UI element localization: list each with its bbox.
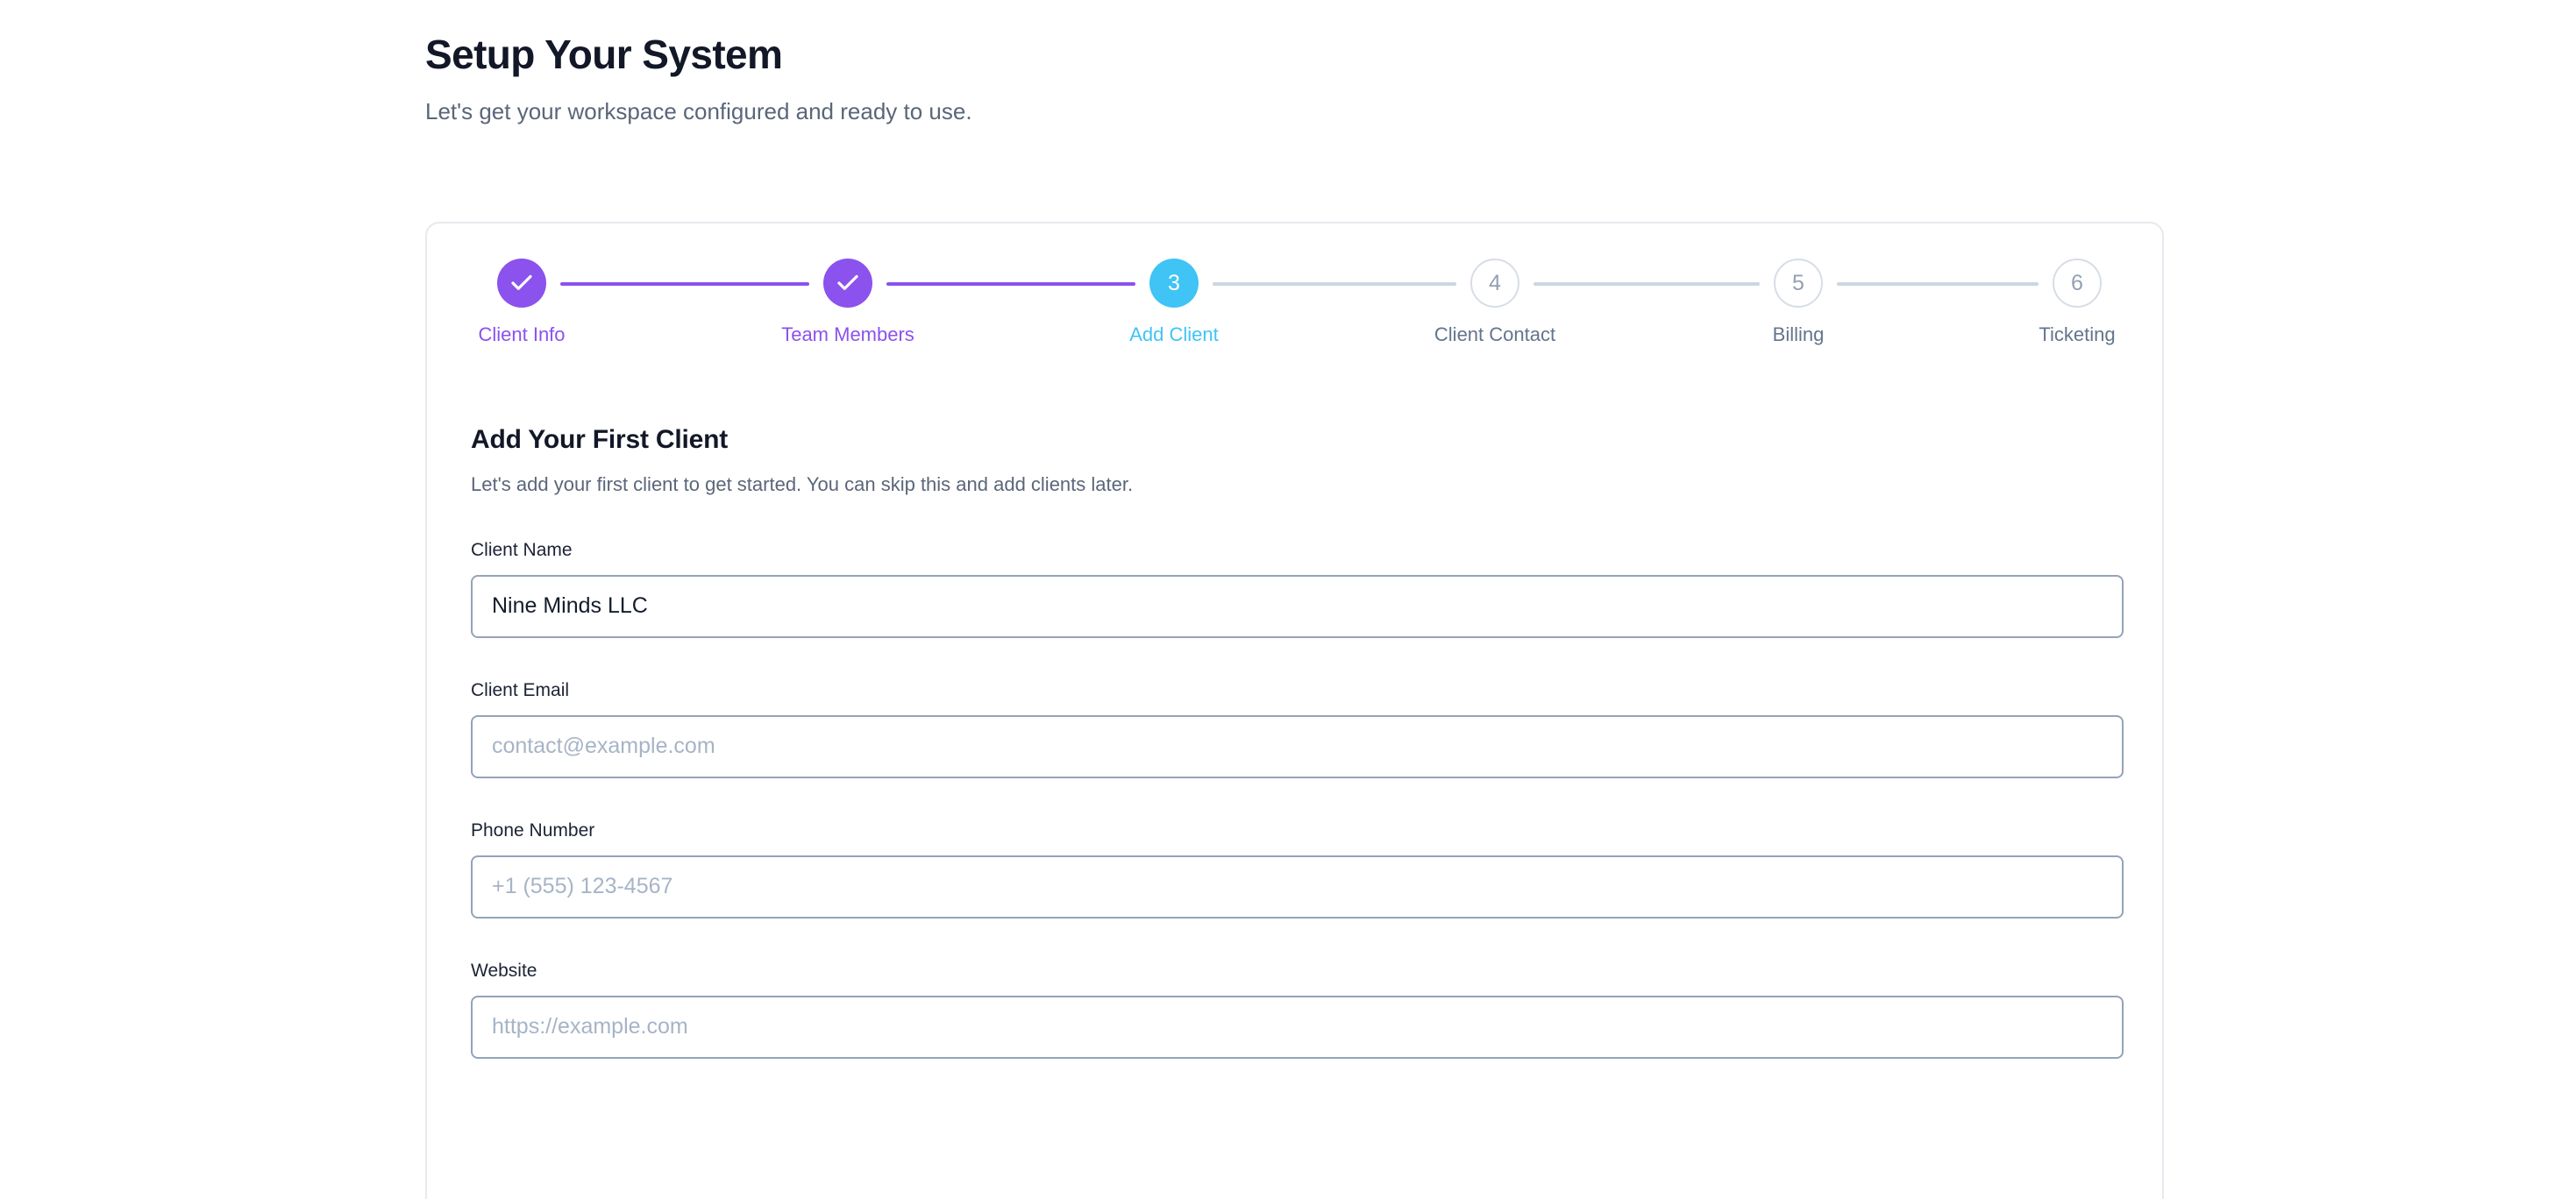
step-number: 5	[1774, 259, 1823, 308]
step-label: Client Info	[478, 323, 566, 345]
step-connector-2	[886, 282, 1135, 286]
field-phone-number: Phone Number	[471, 820, 2124, 919]
step-connector-4	[1534, 282, 1760, 286]
step-number: 3	[1149, 259, 1199, 308]
phone-number-label: Phone Number	[471, 819, 595, 841]
form-panel: Add Your First Client Let's add your fir…	[471, 425, 2124, 1059]
field-client-email: Client Email	[471, 680, 2124, 778]
form-description: Let's add your first client to get start…	[471, 473, 1134, 495]
step-label: Client Contact	[1434, 323, 1556, 345]
step-label: Add Client	[1129, 323, 1219, 345]
client-name-label: Client Name	[471, 539, 573, 560]
website-label: Website	[471, 960, 537, 981]
website-input[interactable]	[471, 995, 2124, 1059]
client-email-input[interactable]	[471, 714, 2124, 778]
step-label: Team Members	[781, 323, 914, 345]
field-website: Website	[471, 961, 2124, 1059]
step-connector-3	[1213, 282, 1456, 286]
client-name-input[interactable]	[471, 574, 2124, 638]
page-header: Setup Your System Let's get your workspa…	[425, 32, 2179, 127]
form-fields: Client NameClient EmailPhone NumberWebsi…	[471, 540, 2124, 1059]
step-number: 4	[1470, 259, 1519, 308]
step-number: 6	[2053, 259, 2102, 308]
step-1-client-info[interactable]: Client Info	[427, 259, 623, 346]
field-client-name: Client Name	[471, 540, 2124, 638]
page-title: Setup Your System	[425, 32, 783, 77]
step-2-team-members[interactable]: Team Members	[747, 259, 949, 346]
step-connector-1	[560, 282, 809, 286]
step-connector-5	[1837, 282, 2039, 286]
phone-number-input[interactable]	[471, 855, 2124, 919]
form-heading: Add Your First Client	[471, 425, 729, 454]
check-icon	[823, 259, 872, 308]
client-email-label: Client Email	[471, 679, 570, 700]
page-subtitle: Let's get your workspace configured and …	[425, 97, 972, 124]
step-label: Ticketing	[2039, 323, 2116, 345]
check-icon	[497, 259, 546, 308]
step-label: Billing	[1772, 323, 1825, 345]
